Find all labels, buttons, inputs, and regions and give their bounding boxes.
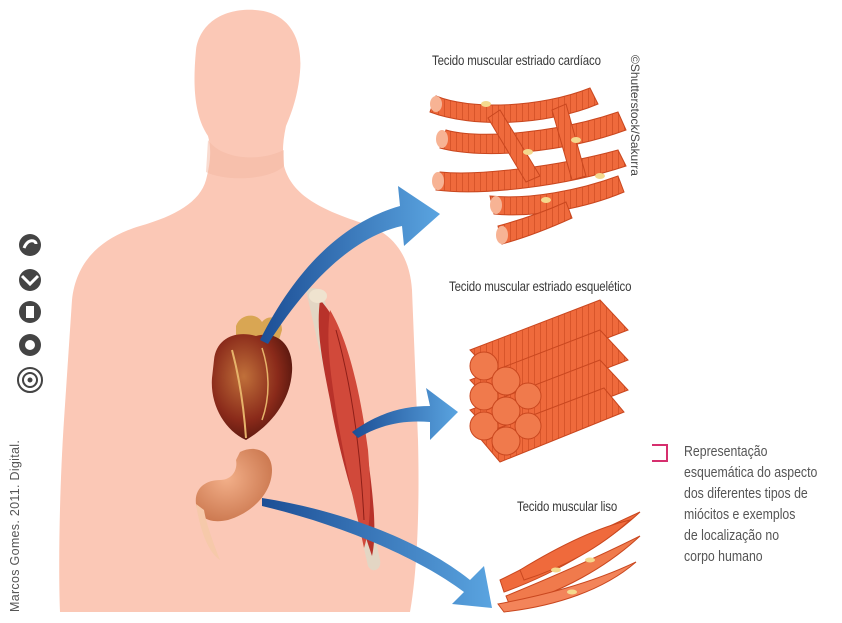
illustrator-credit: Marcos Gomes. 2011. Digital.: [8, 440, 22, 612]
cc-icon: [19, 234, 41, 256]
smooth-tissue-label: Tecido muscular liso: [517, 498, 617, 514]
photo-credit: ©Shutterstock/Sakurra: [628, 55, 642, 176]
caption-line: esquemática do aspecto: [684, 462, 815, 483]
caption-line: corpo humano: [684, 546, 815, 567]
smooth-tissue-illustration: [498, 512, 640, 612]
caption-marker: [652, 444, 668, 462]
caption-line: Representação: [684, 441, 815, 462]
caption: Representação esquemática do aspecto dos…: [684, 441, 815, 567]
no-derivatives-icon: [19, 269, 41, 291]
caption-line: dos diferentes tipos de: [684, 483, 815, 504]
license-icons: [18, 234, 42, 392]
skeletal-tissue-illustration: [470, 300, 628, 462]
skeletal-tissue-label: Tecido muscular estriado esquelético: [449, 278, 631, 294]
caption-line: de localização no: [684, 525, 815, 546]
caption-line: miócitos e exemplos: [684, 504, 815, 525]
cardiac-tissue-illustration: [430, 88, 626, 244]
cardiac-tissue-label: Tecido muscular estriado cardíaco: [432, 52, 601, 68]
